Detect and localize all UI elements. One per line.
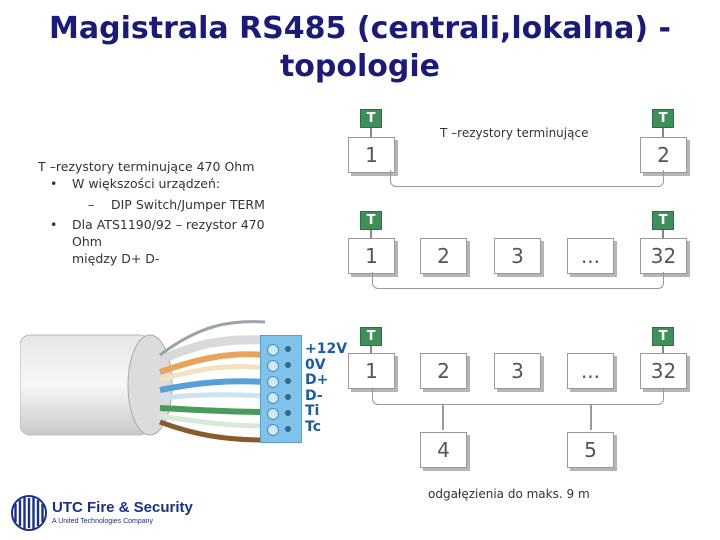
terminal-screw [267, 392, 279, 404]
terminator-r3-left: T [360, 327, 382, 346]
terminator-r3-right: T [652, 327, 674, 346]
device-r2-3: 3 [494, 238, 541, 274]
device-r3-5: 32 [640, 353, 687, 389]
device-r3-2: 2 [420, 353, 467, 389]
sub-bullet-text: DIP Switch/Jumper TERM [111, 197, 265, 212]
device-r2-4: ... [567, 238, 614, 274]
branch-wire-4 [442, 404, 444, 430]
terminal-label-dminus: D- [305, 387, 323, 404]
terminal-hole [285, 410, 291, 416]
logo-name: UTC Fire & Security [52, 499, 193, 516]
terminal-label-12v: +12V [305, 341, 348, 357]
device-r3-3: 3 [494, 353, 541, 389]
device-r3-4: ... [567, 353, 614, 389]
terminator-wire [662, 228, 664, 240]
device-branch-4: 4 [420, 432, 467, 468]
bus-row-1 [390, 170, 664, 187]
device-r1-1: 1 [348, 137, 395, 173]
terminal-label-0v: 0V [305, 356, 326, 373]
left-heading: T –rezystory terminujące 470 Ohm [38, 159, 255, 174]
terminator-r2-left: T [360, 211, 382, 230]
device-r1-2: 2 [640, 137, 687, 173]
branch-wire-5 [590, 404, 592, 430]
terminal-label-ti: Ti [305, 403, 320, 419]
diagram-top-note: T –rezystory terminujące [440, 126, 589, 140]
terminator-r2-right: T [652, 211, 674, 230]
bullet-2-text-b: między D+ D- [72, 251, 160, 266]
sub-bullet-dash: – [88, 197, 95, 212]
terminator-wire [370, 228, 372, 240]
terminator-wire [370, 344, 372, 356]
title-line-1: Magistrala RS485 (centrali,lokalna) - [49, 11, 671, 46]
terminal-hole [285, 362, 291, 368]
device-r2-1: 1 [348, 238, 395, 274]
terminal-screw [267, 408, 279, 420]
bus-row-2 [372, 272, 664, 289]
bullet-1-text: W większości urządzeń: [72, 176, 221, 191]
page-title: Magistrala RS485 (centrali,lokalna) - to… [0, 10, 720, 86]
bullet-2-text-a: Dla ATS1190/92 – rezystor 470 Ohm [72, 217, 265, 249]
terminal-screw [267, 344, 279, 356]
logo-tagline: A United Technologies Company [52, 518, 154, 525]
device-r3-1: 1 [348, 353, 395, 389]
terminal-labels: +12V 0V D+ D- Ti Tc [305, 341, 348, 435]
title-line-2: topologie [279, 49, 441, 84]
terminator-r1-left: T [360, 109, 382, 128]
terminal-screw [267, 360, 279, 372]
terminal-hole [285, 378, 291, 384]
cable-image [20, 320, 266, 443]
terminal-hole [285, 346, 291, 352]
terminator-r1-right: T [652, 109, 674, 128]
terminator-wire [662, 126, 664, 138]
bus-row-3 [372, 388, 664, 405]
left-text-block: T –rezystory terminujące 470 Ohm • W wię… [38, 158, 298, 267]
device-branch-5: 5 [567, 432, 614, 468]
device-r2-5: 32 [640, 238, 687, 274]
terminal-label-dplus: D+ [305, 372, 329, 388]
terminal-label-tc: Tc [305, 418, 321, 435]
terminator-wire [662, 344, 664, 356]
bullet-1-char: • [50, 176, 58, 191]
utc-logo-icon [11, 495, 47, 531]
terminal-block [260, 335, 302, 443]
bottom-note: odgałęzienia do maks. 9 m [428, 487, 590, 501]
terminal-screw [267, 376, 279, 388]
terminal-screw [267, 424, 279, 436]
device-r2-2: 2 [420, 238, 467, 274]
bullet-2-char: • [50, 217, 58, 232]
terminal-hole [285, 426, 291, 432]
terminal-hole [285, 394, 291, 400]
terminator-wire [370, 126, 372, 138]
